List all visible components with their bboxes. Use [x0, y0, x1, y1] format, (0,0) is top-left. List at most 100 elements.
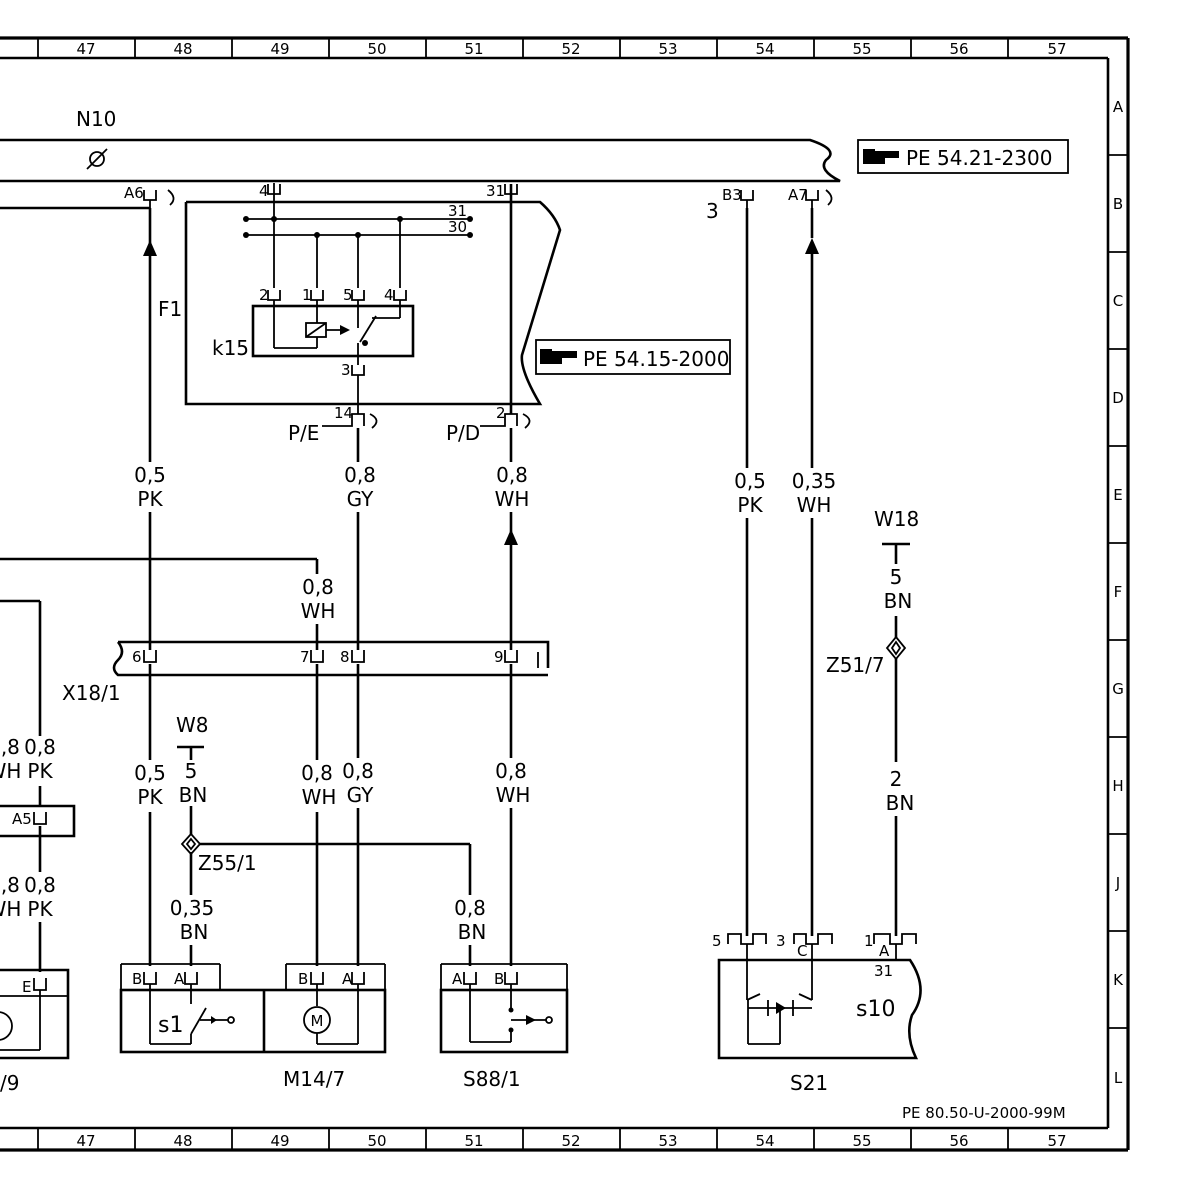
- pin-m-a1: A: [174, 970, 185, 988]
- column-number: 52: [561, 1132, 580, 1150]
- pointing-hand-icon: [863, 149, 899, 164]
- pin-pd-2: 2: [496, 404, 506, 422]
- wire-size: 0,8: [0, 735, 20, 759]
- wire-color: WH: [496, 783, 531, 807]
- wire-color: WH: [0, 759, 21, 783]
- wire-size: 0,8: [0, 873, 20, 897]
- wire-size: 0,8: [344, 463, 376, 487]
- pin-e: E: [22, 978, 31, 996]
- motor-symbol: M: [303, 984, 359, 1045]
- wire-size: 0,8: [496, 463, 528, 487]
- reference-pe-54-21: PE 54.21-2300: [857, 139, 1069, 174]
- pin-a5: A5: [12, 810, 32, 828]
- pin-a6: A6: [124, 184, 144, 202]
- pin-x6: 6: [132, 648, 142, 666]
- s21-label: S21: [790, 1071, 828, 1095]
- wire-color: PK: [137, 785, 163, 809]
- s88-1-component: A B S88/1: [439, 963, 569, 1091]
- wire-size: 0,8: [495, 759, 527, 783]
- wire-color: BN: [884, 589, 913, 613]
- n10-module: N10 A6 4 31 3 B3 A7: [0, 107, 841, 223]
- f1-label: F1: [158, 297, 182, 321]
- wire-size: 0,8: [24, 735, 56, 759]
- wire-color: GY: [347, 783, 375, 807]
- switch-symbol: [149, 984, 235, 1045]
- splice-z51-7: [885, 635, 907, 661]
- pin-s21-a: A: [879, 942, 890, 960]
- motor-icon-label: M: [311, 1012, 324, 1030]
- wire-size: 0,35: [170, 896, 215, 920]
- relay-coil-symbol: [273, 300, 401, 365]
- reference-text: PE 54.15-2000: [583, 347, 729, 371]
- pin-m-a2: A: [342, 970, 353, 988]
- pin-n10-4: 4: [259, 182, 269, 200]
- column-number: 51: [464, 40, 483, 58]
- wire-size: 0,5: [134, 761, 166, 785]
- f1-fuse-box: F1 31 30 k15 2 1 5 4: [158, 183, 562, 406]
- row-letter: H: [1112, 777, 1123, 795]
- column-number: 53: [658, 40, 677, 58]
- pin-3: 3: [706, 199, 719, 223]
- x18-1-label: X18/1: [62, 681, 121, 705]
- reference-text: PE 54.21-2300: [906, 146, 1052, 170]
- pin-s21-31: 31: [874, 962, 893, 980]
- z55-1-label: Z55/1: [198, 851, 257, 875]
- wire-size: 5: [185, 759, 198, 783]
- wire-color: GY: [347, 487, 375, 511]
- partial-component-left: E /9: [0, 968, 70, 1095]
- pin-s21-5: 5: [712, 932, 722, 950]
- reference-pe-54-15: PE 54.15-2000: [535, 339, 731, 375]
- column-number: 48: [173, 1132, 192, 1150]
- m14-7-component: B A B A s1 M M14/7: [119, 963, 387, 1091]
- column-number: 55: [852, 40, 871, 58]
- row-letter: A: [1113, 98, 1124, 116]
- pin-s21-1: 1: [864, 932, 874, 950]
- column-number: 52: [561, 40, 580, 58]
- row-letter: K: [1113, 971, 1124, 989]
- column-number: 51: [464, 1132, 483, 1150]
- row-letter: B: [1113, 195, 1123, 213]
- wire-size: 0,8: [454, 896, 486, 920]
- wire-color: BN: [458, 920, 487, 944]
- s1-label: s1: [158, 1013, 183, 1038]
- wire-size: 0,8: [302, 575, 334, 599]
- wire-size: 0,8: [24, 873, 56, 897]
- wire-color: WH: [0, 897, 21, 921]
- column-number: 56: [949, 1132, 968, 1150]
- s88-1-label: S88/1: [463, 1067, 521, 1091]
- wire-size: 0,5: [734, 469, 766, 493]
- column-number: 50: [367, 40, 386, 58]
- row-letter: C: [1113, 292, 1123, 310]
- wire-color: WH: [797, 493, 832, 517]
- k15-pin-1: 1: [302, 286, 312, 304]
- column-number: 48: [173, 40, 192, 58]
- wire-color: PK: [137, 487, 163, 511]
- wire-size: 0,8: [342, 759, 374, 783]
- column-number: 49: [270, 40, 289, 58]
- row-letter: J: [1115, 874, 1120, 892]
- pin-a7: A7: [788, 186, 808, 204]
- wire-color: PK: [27, 759, 53, 783]
- cut-component-label: /9: [0, 1071, 19, 1095]
- wire-size: 0,8: [301, 761, 333, 785]
- column-number: 53: [658, 1132, 677, 1150]
- m14-7-label: M14/7: [283, 1067, 345, 1091]
- column-number: 54: [755, 1132, 774, 1150]
- s21-component: 5 3 C 1 A 31 s10 S21: [712, 932, 922, 1095]
- wire-size: 0,5: [134, 463, 166, 487]
- wire-color: BN: [886, 791, 915, 815]
- pin-x8: 8: [340, 648, 350, 666]
- switch-symbol: [469, 984, 553, 1043]
- document-id: PE 80.50-U-2000-99M: [902, 1104, 1066, 1122]
- s10-label: s10: [856, 997, 895, 1022]
- row-letter: L: [1114, 1069, 1123, 1087]
- pin-x7: 7: [300, 648, 310, 666]
- pin-m-b2: B: [298, 970, 308, 988]
- splice-z55-1: [180, 832, 202, 856]
- column-number: 49: [270, 1132, 289, 1150]
- pin-s88-b: B: [494, 970, 504, 988]
- n10-label: N10: [76, 107, 116, 131]
- pin-n10-31: 31: [486, 182, 505, 200]
- column-number: 50: [367, 1132, 386, 1150]
- column-number: 47: [76, 1132, 95, 1150]
